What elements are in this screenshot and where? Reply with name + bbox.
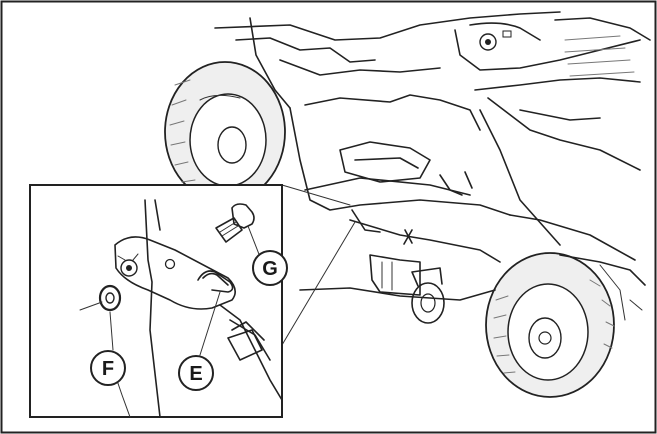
rear-wheel bbox=[164, 61, 286, 203]
leader-f bbox=[109, 311, 114, 351]
leader-line-upper bbox=[281, 184, 351, 206]
washer bbox=[79, 284, 122, 312]
inset-detail: E F G bbox=[29, 184, 356, 418]
bolt bbox=[215, 203, 255, 243]
leader-line-lower bbox=[281, 221, 356, 346]
callout-g: G bbox=[252, 250, 288, 286]
tractor-illustration bbox=[164, 11, 651, 398]
bracket-detail bbox=[114, 236, 265, 361]
leader-e bbox=[199, 291, 221, 356]
callout-f-label: F bbox=[102, 358, 114, 380]
callout-f: F bbox=[90, 350, 126, 386]
callout-g-label: G bbox=[262, 258, 278, 280]
callout-e-label: E bbox=[189, 363, 202, 385]
front-wheel bbox=[485, 252, 615, 398]
clip bbox=[197, 270, 234, 293]
callout-e: E bbox=[178, 355, 214, 391]
